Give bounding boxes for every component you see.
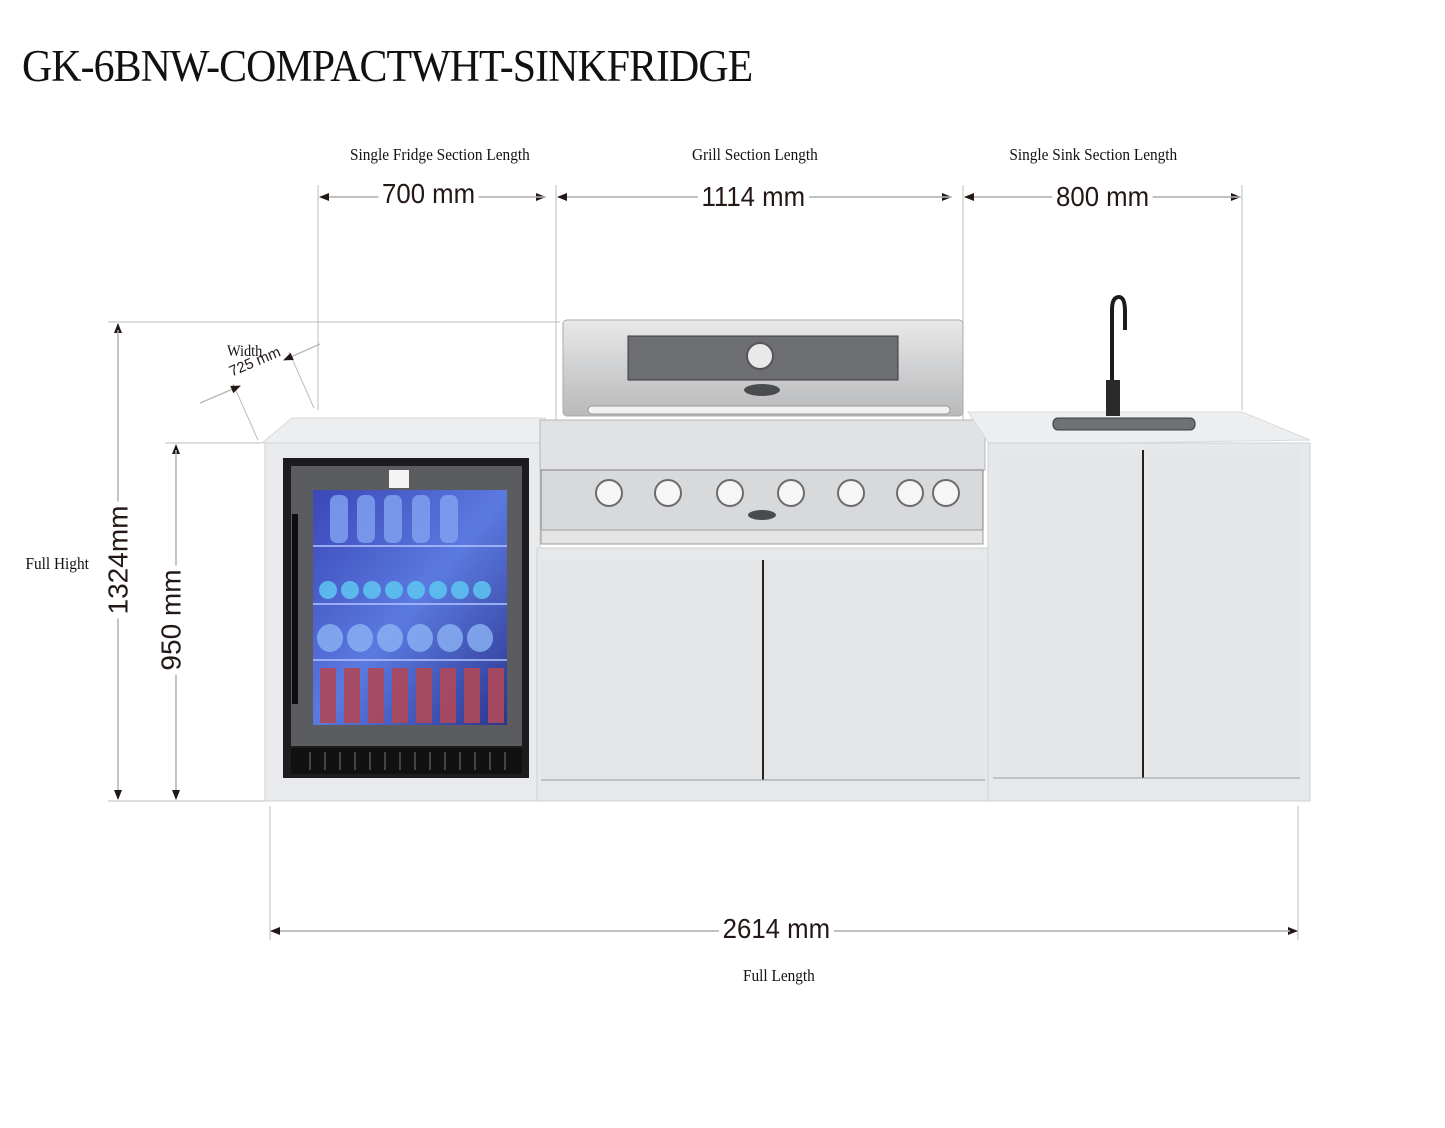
full-length-label: Full Length	[742, 966, 815, 985]
full-height-label: Full Hight	[25, 554, 89, 573]
sink-cabinet	[967, 294, 1311, 802]
full-length-value: 2614 mm	[718, 913, 834, 945]
fridge-section-length: 700 mm	[378, 178, 479, 210]
sink-section-length: 800 mm	[1052, 181, 1153, 213]
sink-section-label: Single Sink Section Length	[1009, 145, 1178, 164]
depth-label: Width	[226, 343, 263, 360]
counter-height-value: 950 mm	[155, 565, 188, 675]
grill-section-length: 1114 mm	[697, 181, 809, 213]
bbq-grill	[539, 319, 986, 545]
extension-lines	[108, 185, 1299, 940]
product-title: GK-6BNW-COMPACTWHT-SINKFRIDGE	[22, 41, 753, 91]
fridge-section-label: Single Fridge Section Length	[349, 145, 530, 164]
full-height-value: 1324mm	[102, 501, 135, 619]
grill-section-label: Grill Section Length	[691, 145, 818, 164]
fridge-cabinet	[260, 417, 546, 802]
grill-cabinet	[536, 547, 990, 802]
